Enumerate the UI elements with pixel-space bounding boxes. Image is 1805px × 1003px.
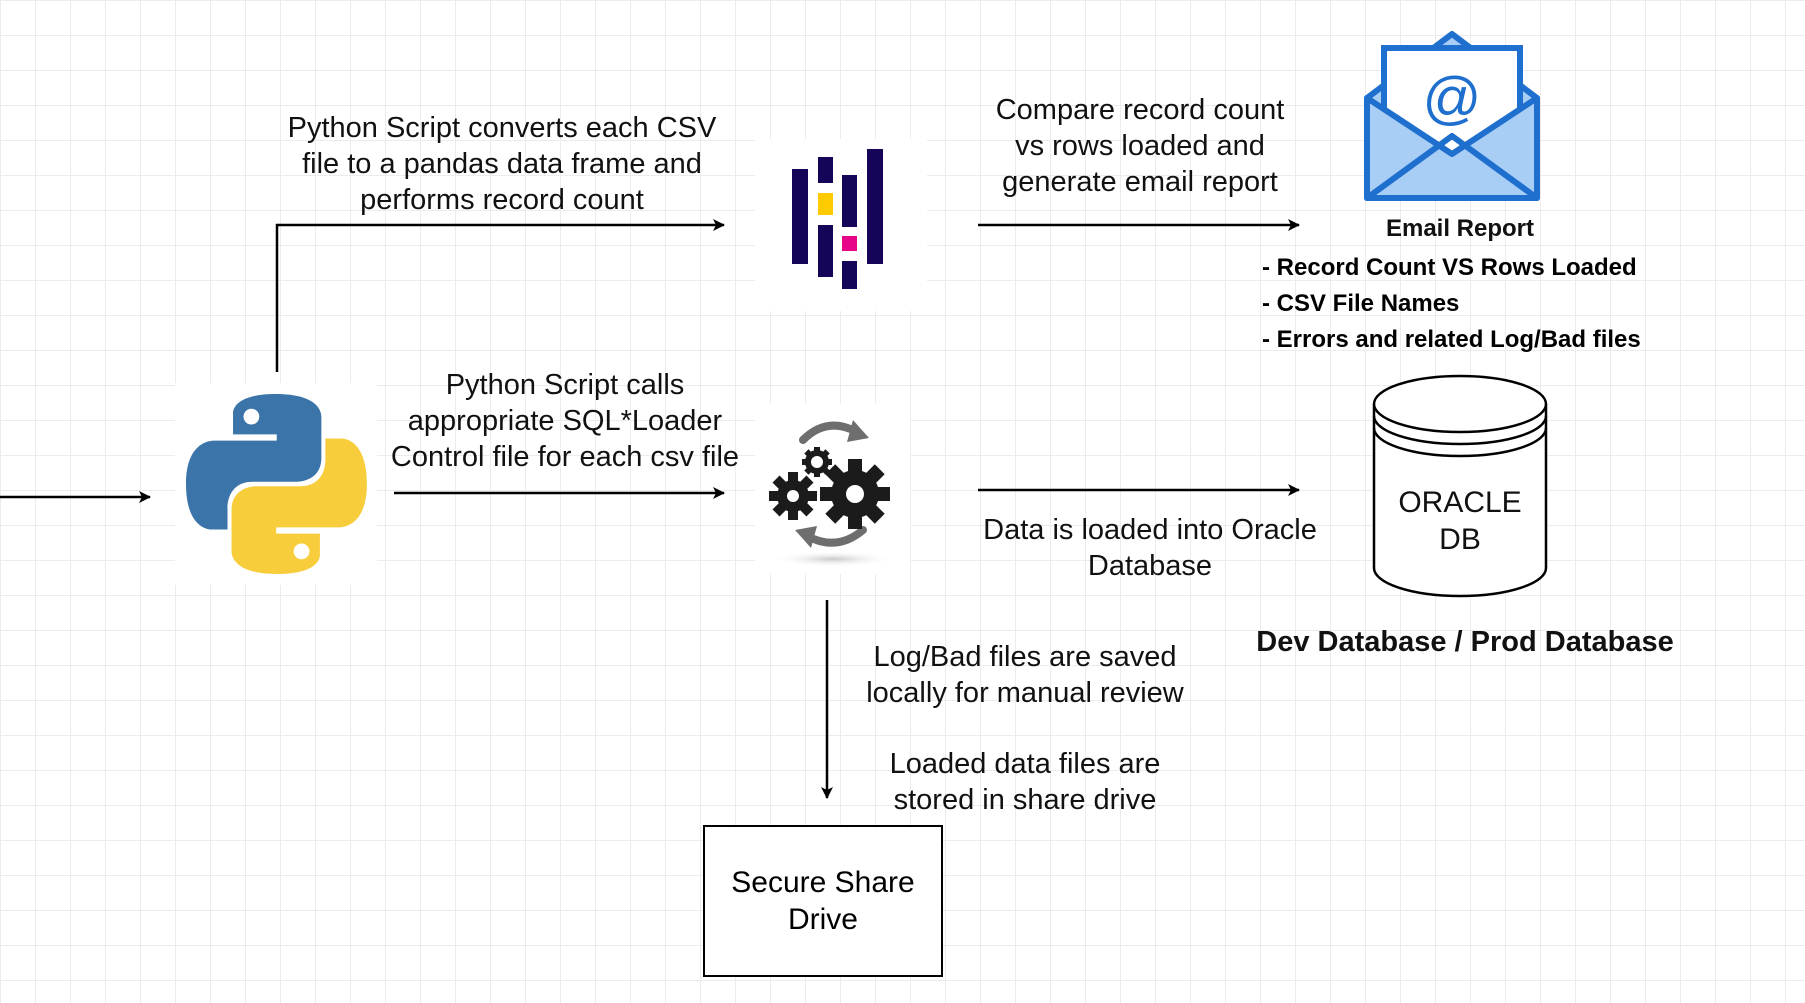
email-report-title: Email Report: [1385, 215, 1535, 242]
share-drive-box: Secure Share Drive: [703, 825, 943, 977]
python-logo-icon: [175, 383, 377, 585]
compare-step-label: Compare record count vs rows loaded and …: [995, 94, 1285, 198]
load-step-label: Data is loaded into Oracle Database: [983, 514, 1317, 582]
email-report-item: - Record Count VS Rows Loaded: [1262, 254, 1637, 281]
email-report-items: - Record Count VS Rows Loaded - CSV File…: [1262, 250, 1641, 358]
database-label: ORACLE DB: [1398, 486, 1522, 556]
sqlloader-step-label: Python Script calls appropriate SQL*Load…: [390, 369, 740, 473]
pandas-logo-icon: [755, 139, 927, 311]
email-report-item: - Errors and related Log/Bad files: [1262, 326, 1641, 353]
email-report-item: - CSV File Names: [1262, 290, 1460, 317]
svg-text:@: @: [1423, 66, 1482, 131]
pandas-step-label: Python Script converts each CSV file to …: [287, 112, 717, 216]
database-caption: Dev Database / Prod Database: [1256, 626, 1674, 658]
email-envelope-icon: @: [1362, 28, 1542, 204]
gears-process-icon: [755, 404, 910, 574]
share-step-label: Loaded data files are stored in share dr…: [889, 748, 1161, 816]
log-step-label: Log/Bad files are saved locally for manu…: [866, 641, 1184, 709]
share-drive-label: Secure Share Drive: [731, 866, 915, 936]
database-cylinder-icon: [1370, 372, 1550, 600]
arrow-python-to-pandas: [275, 219, 725, 372]
